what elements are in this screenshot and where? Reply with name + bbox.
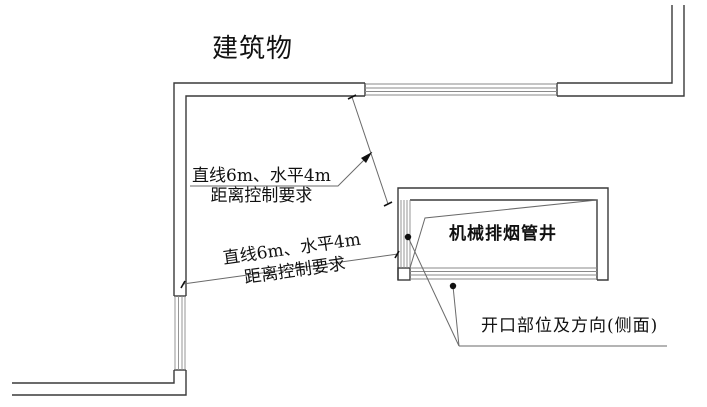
shaft-window-bottom [410,267,597,280]
shaft-wall-outer [397,187,609,281]
building-wall-inner-left-top [185,95,365,296]
building-wall-bottom-left-inner [12,370,175,384]
leader-upper-note [190,151,373,187]
distance-note-upper-line1: 直线6m、水平4m [192,166,331,186]
dimension-tick-icon [394,250,400,259]
distance-note-upper: 直线6m、水平4m 距离控制要求 [192,168,331,205]
opening-marker-dot-icon [449,282,457,290]
leader-opening-note [404,199,667,347]
shaft-label: 机械排烟管井 [449,224,557,244]
distance-line-upper [347,94,393,207]
building-wall-top-right-outer [557,5,685,97]
opening-marker-dot-icon [404,233,412,241]
dimension-tick-icon [383,201,393,207]
distance-note-upper-line2: 距离控制要求 [210,186,313,206]
distance-line-lower [180,250,400,289]
building-label: 建筑物 [212,34,294,64]
building-wall-outer-left-top [173,82,365,296]
dimension-tick-icon [180,280,186,289]
dimension-tick-icon [347,94,357,100]
shaft-corner-block [397,267,411,281]
opening-note: 开口部位及方向(侧面) [481,316,659,336]
building-window-left [174,296,186,370]
building-walls [12,5,685,396]
smoke-shaft [397,187,609,281]
arrowhead-icon [361,152,372,163]
building-window-top [365,83,557,96]
shaft-window-left [400,200,411,268]
building-wall-top-right-inner [557,5,673,84]
building-wall-bottom-left-outer [12,370,187,396]
